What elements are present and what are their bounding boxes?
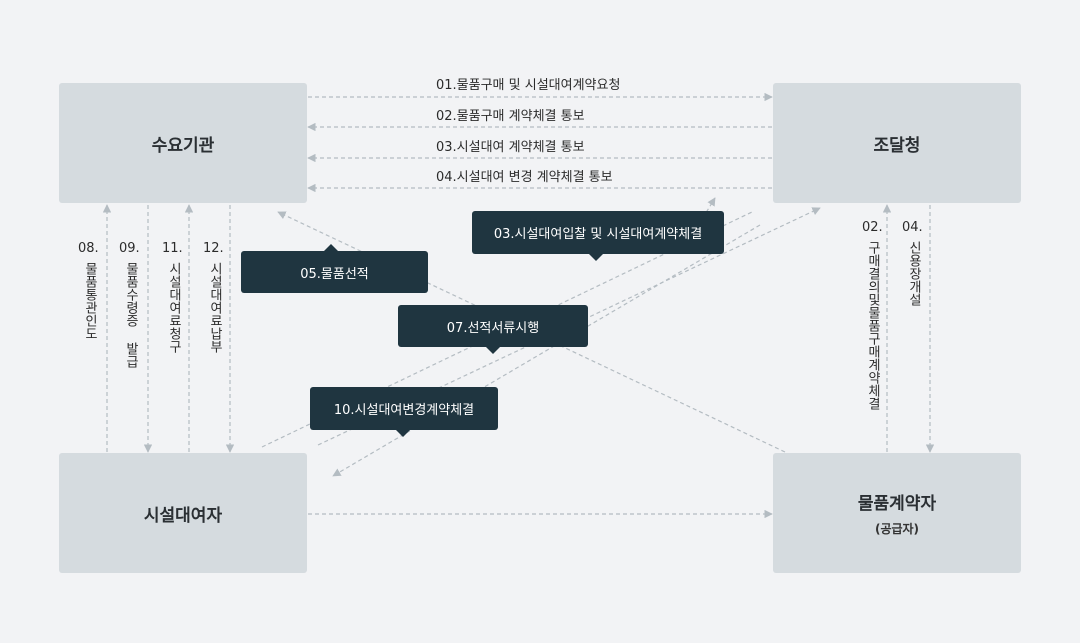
edge-number-r02: 02. xyxy=(862,220,883,235)
node-procurement-service: 조달청 xyxy=(773,83,1021,203)
edge-label-11: 시설대여료청구 xyxy=(166,262,181,353)
edge-label-r04: 신용장개설 xyxy=(906,241,921,306)
arrow-10-diag xyxy=(332,224,761,477)
edge-number-12: 12. xyxy=(203,241,224,256)
edge-number-08: 08. xyxy=(78,241,99,256)
edge-number-r04: 04. xyxy=(902,220,923,235)
callout-label: 03.시설대여입찰 및 시설대여계약체결 xyxy=(493,227,703,242)
edge-label-08: 물품통관인도 xyxy=(82,262,97,340)
node-sublabel: (공급자) xyxy=(874,522,920,536)
callout-03: 03.시설대여입찰 및 시설대여계약체결 xyxy=(472,211,724,261)
edge-label-02: 02.물품구매 계약체결 통보 xyxy=(436,109,585,124)
edge-label-04: 04.시설대여 변경 계약체결 통보 xyxy=(436,170,613,185)
callout-label: 10.시설대여변경계약체결 xyxy=(333,403,475,418)
edge-number-09: 09. xyxy=(119,241,140,256)
callout-label: 07.선적서류시행 xyxy=(446,320,540,336)
node-facility-lessor: 시설대여자 xyxy=(59,453,307,573)
node-label: 조달청 xyxy=(873,135,921,156)
node-goods-contractor: 물품계약자 (공급자) xyxy=(773,453,1021,573)
edge-label-12: 시설대여료납부 xyxy=(207,262,222,353)
node-label: 수요기관 xyxy=(151,135,215,156)
callout-05: 05.물품선적 xyxy=(241,244,428,293)
callout-10: 10.시설대여변경계약체결 xyxy=(310,387,498,437)
callout-label: 05.물품선적 xyxy=(300,266,369,282)
node-label: 물품계약자 xyxy=(857,494,937,514)
edge-label-09: 물품수령증 발급 xyxy=(123,262,138,368)
node-demand-agency: 수요기관 xyxy=(59,83,307,203)
callout-07: 07.선적서류시행 xyxy=(398,305,588,354)
edge-number-11: 11. xyxy=(162,241,183,256)
edge-label-r02: 구매결의및물품구매계약체결 xyxy=(865,241,880,410)
edge-label-03: 03.시설대여 계약체결 통보 xyxy=(436,140,585,155)
node-label: 시설대여자 xyxy=(143,505,223,526)
edge-label-01: 01.물품구매 및 시설대여계약요청 xyxy=(436,78,621,93)
